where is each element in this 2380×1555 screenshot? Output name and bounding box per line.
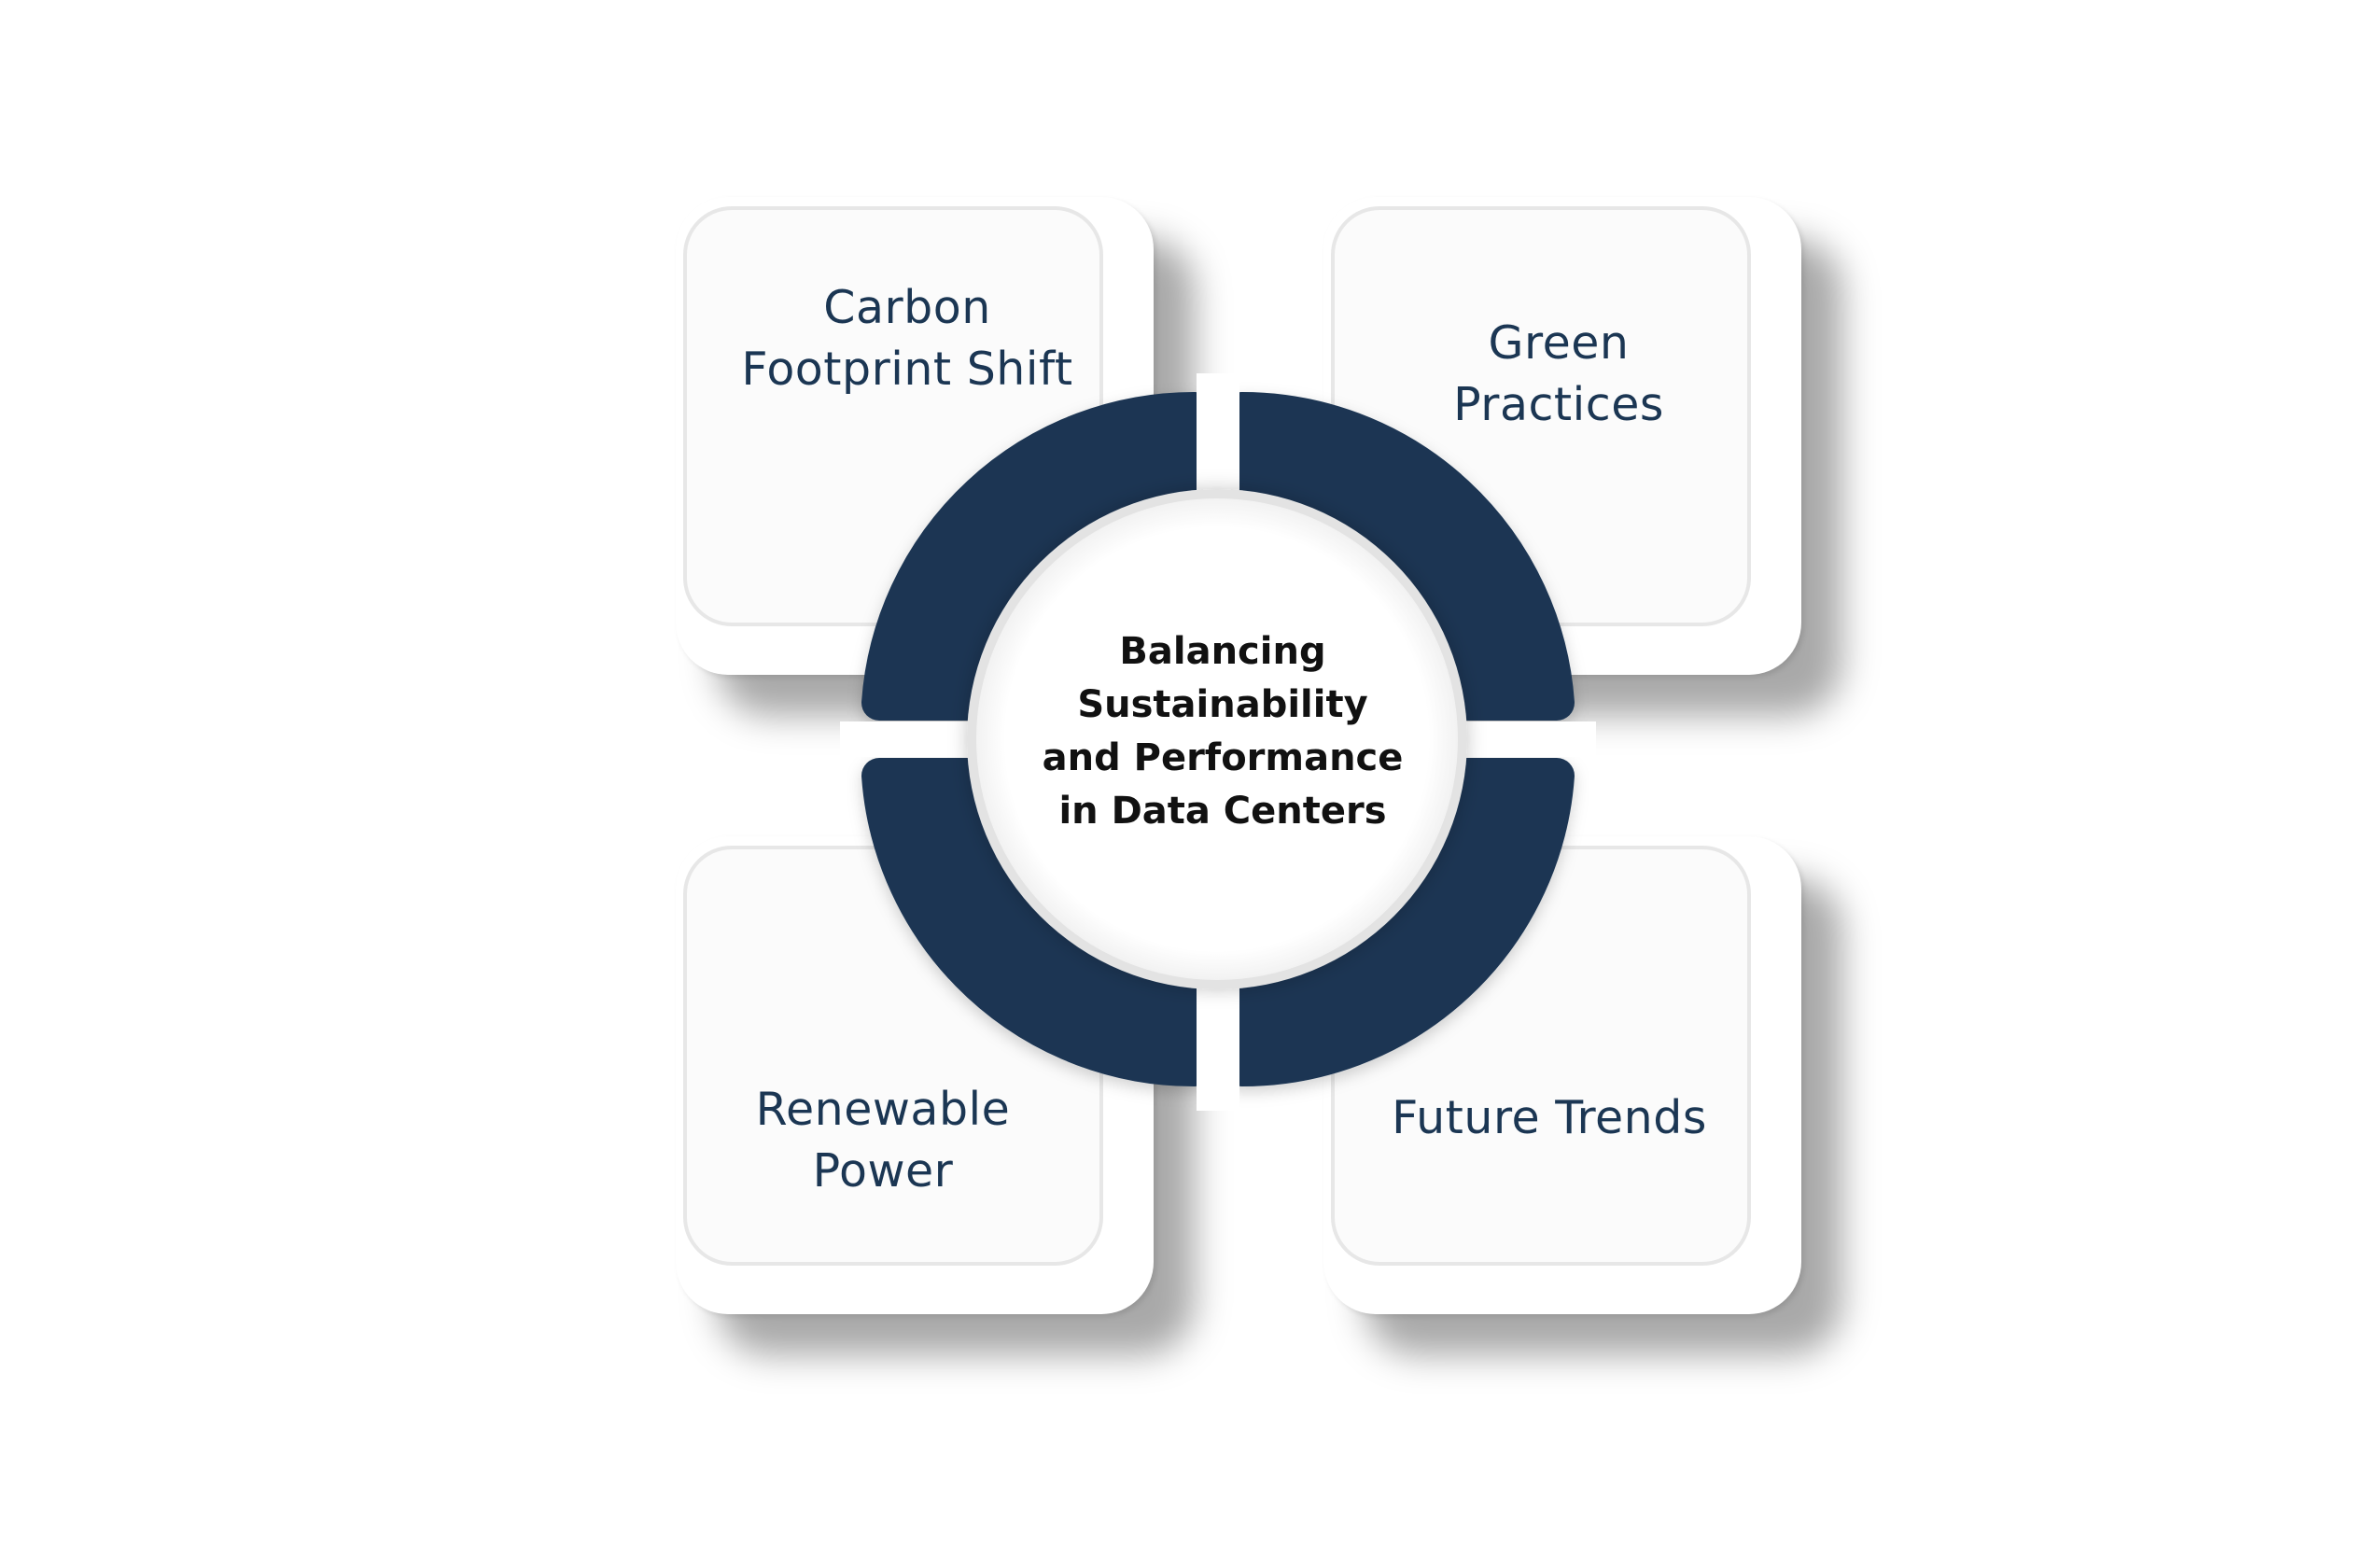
label-renewable-power: Renewable Power	[668, 1079, 1098, 1202]
label-carbon-footprint-shift: Carbon Footprint Shift	[693, 277, 1122, 400]
card-future-trends	[1323, 836, 1801, 1314]
center-circle	[976, 498, 1458, 980]
center-title-line: and Performance	[1042, 736, 1404, 779]
label-line: Practices	[1453, 378, 1664, 431]
label-line: Future Trends	[1392, 1091, 1707, 1144]
center-title-line: in Data Centers	[1058, 790, 1387, 833]
label-line: Green	[1488, 316, 1630, 370]
label-line: Carbon	[823, 281, 991, 334]
center-title-line: Sustainability	[1077, 683, 1368, 726]
label-line: Power	[812, 1144, 954, 1198]
label-line: Footprint Shift	[741, 343, 1073, 396]
label-green-practices: Green Practices	[1344, 313, 1773, 436]
label-line: Renewable	[755, 1083, 1011, 1136]
center-title: Balancing Sustainability and Performance…	[989, 625, 1456, 838]
label-future-trends: Future Trends	[1335, 1087, 1764, 1149]
center-title-line: Balancing	[1119, 630, 1326, 673]
